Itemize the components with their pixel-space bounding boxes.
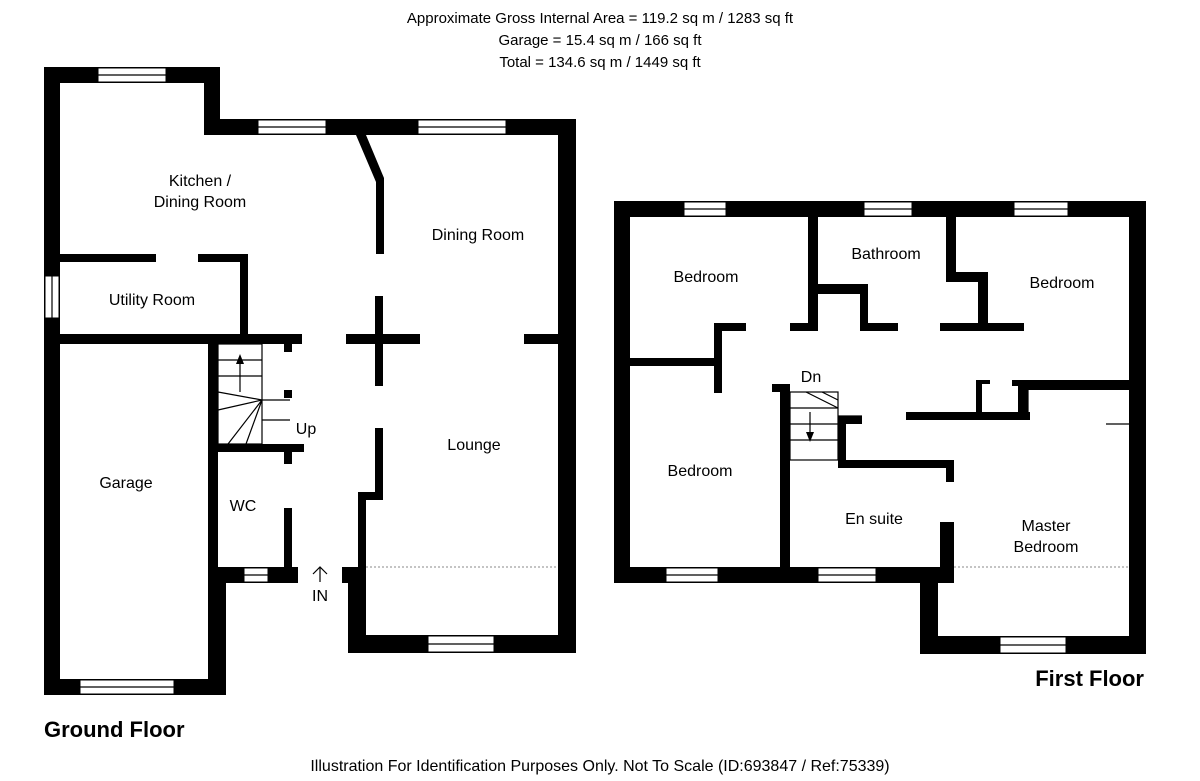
- wall: [284, 444, 292, 464]
- wall: [1129, 201, 1146, 654]
- wall: [860, 323, 898, 331]
- room-label-dining: Dining Room: [432, 227, 524, 244]
- room-label-bedroom-nw: Bedroom: [674, 269, 739, 286]
- wall: [284, 508, 292, 583]
- wall: [208, 567, 226, 695]
- ground-floor-title: Ground Floor: [44, 717, 185, 742]
- wall: [44, 67, 60, 695]
- wall: [356, 135, 384, 254]
- wall: [375, 428, 383, 500]
- wall: [946, 460, 954, 482]
- entrance-label: IN: [312, 588, 328, 605]
- total-area-text: Total = 134.6 sq m / 1449 sq ft: [499, 54, 701, 71]
- wall: [838, 416, 846, 468]
- stairs-down-label: Dn: [801, 369, 821, 386]
- wall: [780, 384, 790, 583]
- wall: [838, 460, 954, 468]
- wall: [358, 492, 383, 500]
- room-label-bathroom: Bathroom: [851, 246, 920, 263]
- wall: [60, 334, 302, 344]
- garage-area-text: Garage = 15.4 sq m / 166 sq ft: [498, 32, 702, 49]
- wall: [284, 390, 292, 398]
- wall: [940, 323, 1024, 331]
- ground-floor-plan: Kitchen / Dining Room Dining Room Utilit…: [44, 67, 576, 742]
- wall: [808, 284, 818, 330]
- room-label-bedroom-ne: Bedroom: [1030, 275, 1095, 292]
- room-label-master-bedroom: Bedroom: [1014, 539, 1079, 556]
- wall: [772, 384, 790, 392]
- wall: [218, 444, 304, 452]
- wall: [630, 358, 722, 366]
- wall: [906, 412, 1030, 420]
- entrance-arrow-icon: [312, 566, 328, 582]
- wall: [1018, 380, 1130, 390]
- room-label-kitchen: Kitchen /: [169, 173, 232, 190]
- wall: [860, 284, 868, 330]
- wall: [978, 272, 988, 330]
- gross-area-text: Approximate Gross Internal Area = 119.2 …: [406, 10, 794, 27]
- wall: [284, 344, 292, 352]
- wall: [60, 254, 156, 262]
- first-floor-plan: Bedroom Bathroom Bedroom Bedroom Dn En s…: [614, 201, 1146, 691]
- room-label-utility: Utility Room: [109, 292, 195, 309]
- first-floor-title: First Floor: [1035, 666, 1144, 691]
- wall: [346, 334, 420, 344]
- wall: [714, 323, 746, 331]
- room-label-master: Master: [1022, 518, 1072, 535]
- staircase-down: [789, 391, 862, 461]
- wall: [920, 567, 938, 654]
- wall: [348, 567, 366, 653]
- wall: [838, 416, 862, 424]
- wall: [358, 492, 366, 572]
- stairs-up-label: Up: [296, 421, 317, 438]
- room-label-ensuite: En suite: [845, 511, 903, 528]
- wall: [976, 380, 990, 384]
- wall: [946, 272, 988, 282]
- wall: [524, 334, 558, 344]
- wall: [204, 67, 220, 135]
- wall: [790, 323, 818, 331]
- room-label-bedroom-w: Bedroom: [668, 463, 733, 480]
- wall: [940, 522, 954, 583]
- staircase-up: [217, 343, 290, 445]
- area-summary: Approximate Gross Internal Area = 119.2 …: [0, 8, 1200, 74]
- wall: [946, 217, 956, 277]
- wall: [1012, 380, 1028, 386]
- room-label-garage: Garage: [99, 475, 152, 492]
- wall: [808, 284, 868, 294]
- wall: [614, 201, 630, 583]
- wall: [208, 334, 218, 583]
- wall: [558, 119, 576, 653]
- wall: [198, 254, 248, 262]
- room-label-kitchen-dining: Dining Room: [154, 194, 246, 211]
- wall: [240, 254, 248, 342]
- disclaimer-footer: Illustration For Identification Purposes…: [310, 758, 890, 775]
- wall: [1018, 380, 1028, 420]
- wall: [976, 380, 982, 418]
- room-label-lounge: Lounge: [447, 437, 500, 454]
- room-label-wc: WC: [230, 498, 257, 515]
- wall: [808, 217, 818, 289]
